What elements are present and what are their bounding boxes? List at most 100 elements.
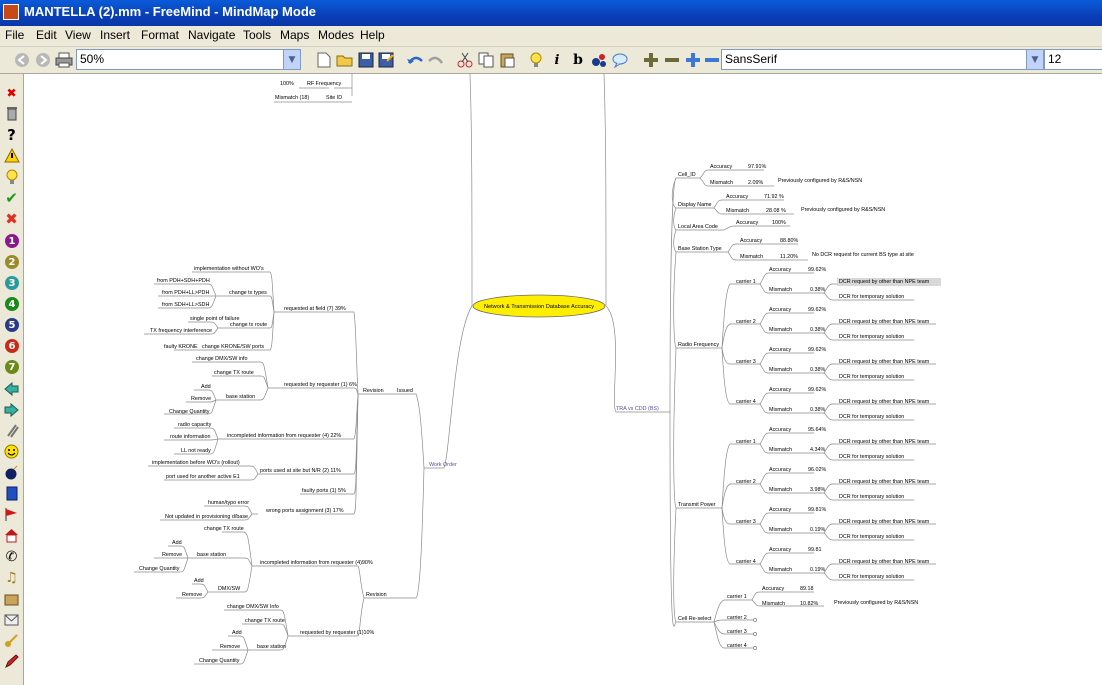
priority-7-icon[interactable]: 7: [5, 360, 19, 374]
node-value[interactable]: 0.19%: [810, 567, 825, 573]
node-value[interactable]: 99.81: [808, 547, 822, 553]
node[interactable]: faulty KRONE: [164, 344, 198, 350]
top-node[interactable]: Site ID: [326, 95, 342, 101]
node[interactable]: change DMX/SW Info: [227, 604, 279, 610]
menu-navigate[interactable]: Navigate: [188, 28, 236, 42]
bulb-icon[interactable]: [527, 51, 545, 69]
node-accuracy[interactable]: Accuracy: [740, 238, 762, 244]
node-mismatch[interactable]: Mismatch: [769, 487, 792, 493]
paste-icon[interactable]: [498, 51, 516, 69]
node-ports[interactable]: ports used at site but N/R (2) 11%: [260, 468, 341, 474]
node[interactable]: from PDH+SDH+PDH: [157, 278, 210, 284]
node-mismatch[interactable]: Mismatch: [726, 208, 749, 214]
close-icon[interactable]: ✖: [6, 85, 17, 100]
node[interactable]: change TX route: [214, 370, 254, 376]
node[interactable]: Change Quantity: [139, 566, 180, 572]
question-icon[interactable]: ?: [7, 125, 16, 144]
node-wrong[interactable]: wrong ports assignment (3) 17%: [265, 508, 344, 514]
bomb-icon[interactable]: [3, 464, 20, 481]
node[interactable]: change DMX/SW info: [196, 356, 248, 362]
node-note[interactable]: Previously configured by R&S/NSN: [801, 207, 885, 213]
node-accuracy[interactable]: Accuracy: [769, 507, 791, 513]
top-node[interactable]: 100%: [280, 81, 294, 87]
node-value[interactable]: 99.62%: [808, 387, 826, 393]
menu-insert[interactable]: Insert: [100, 28, 131, 42]
node-accuracy[interactable]: Accuracy: [762, 586, 784, 592]
node[interactable]: change TX route: [204, 526, 244, 532]
music-icon[interactable]: ♫: [5, 569, 18, 586]
trash-icon[interactable]: [3, 105, 20, 122]
node-accuracy[interactable]: Accuracy: [769, 427, 791, 433]
node-reason[interactable]: DCR request by other than NPE team: [839, 559, 930, 565]
cancel-icon[interactable]: ✖: [5, 209, 18, 228]
node-reason[interactable]: DCR request by other than NPE team: [839, 479, 930, 485]
node[interactable]: from SDH+LL>SDH: [162, 302, 209, 308]
node[interactable]: from PDH+LL>PDH: [162, 290, 209, 296]
menu-format[interactable]: Format: [141, 28, 180, 42]
node-faulty-ports[interactable]: faulty ports (1) 5%: [302, 488, 346, 494]
node-reason[interactable]: DCR for temporary solution: [839, 414, 904, 420]
cloud-color-icon[interactable]: [590, 51, 608, 69]
node-reason[interactable]: DCR for temporary solution: [839, 574, 904, 580]
book-icon[interactable]: [3, 485, 20, 502]
save-as-icon[interactable]: [377, 51, 395, 69]
node-note[interactable]: Previously configured by R&S/NSN: [778, 178, 862, 184]
node-mismatch[interactable]: Mismatch: [769, 567, 792, 573]
node[interactable]: change KRONE/SW ports: [202, 344, 264, 350]
node-value[interactable]: 95.64%: [808, 427, 826, 433]
increase-node-icon[interactable]: [642, 51, 660, 69]
node-value[interactable]: 88.80%: [780, 238, 798, 244]
node-value[interactable]: 11.20%: [780, 254, 798, 260]
menu-help[interactable]: Help: [360, 28, 385, 42]
node[interactable]: Change Quantity: [169, 409, 210, 415]
node-mismatch[interactable]: Mismatch: [769, 367, 792, 373]
top-node[interactable]: Mismatch (18): [275, 95, 309, 101]
fold-marker[interactable]: [753, 646, 757, 650]
priority-2-icon[interactable]: 2: [5, 255, 19, 269]
node[interactable]: Remove: [182, 592, 202, 598]
node-transmit-power[interactable]: Transmit Power: [678, 502, 716, 508]
node-carrier[interactable]: carrier 4: [727, 643, 747, 649]
node-mismatch[interactable]: Mismatch: [769, 287, 792, 293]
node-carrier[interactable]: carrier 4: [736, 399, 756, 405]
italic-button[interactable]: i: [554, 52, 560, 68]
node[interactable]: Remove: [162, 552, 182, 558]
open-folder-icon[interactable]: [336, 51, 354, 69]
font-size-input[interactable]: 12: [1044, 49, 1102, 70]
node-req1[interactable]: requested by requester (1) 6%: [284, 382, 357, 388]
node-value[interactable]: 97.91%: [748, 164, 766, 170]
cloud-icon[interactable]: [611, 51, 629, 69]
node-value[interactable]: 71.92 %: [764, 194, 784, 200]
node[interactable]: route information: [170, 434, 210, 440]
node[interactable]: change tx types: [229, 290, 267, 296]
node-reason[interactable]: DCR request by other than NPE team: [839, 519, 930, 525]
decrease-node-icon[interactable]: [663, 51, 681, 69]
node-accuracy[interactable]: Accuracy: [769, 387, 791, 393]
pencil-icon[interactable]: [3, 653, 20, 670]
node-carrier[interactable]: carrier 1: [736, 279, 756, 285]
mindmap-canvas[interactable]: Network & Transmission Database Accuracy…: [24, 74, 1102, 685]
node-reason[interactable]: DCR for temporary solution: [839, 534, 904, 540]
fold-marker[interactable]: [753, 618, 757, 622]
node-value[interactable]: 99.62%: [808, 267, 826, 273]
node-cell-id[interactable]: Cell_ID: [678, 172, 696, 178]
node[interactable]: radio capacity: [178, 422, 212, 428]
node-accuracy[interactable]: Accuracy: [769, 267, 791, 273]
zoom-in-icon[interactable]: [684, 51, 702, 69]
node-value[interactable]: 0.38%: [810, 367, 825, 373]
node[interactable]: change tx route: [230, 322, 267, 328]
node-value[interactable]: 89.18: [800, 586, 814, 592]
node[interactable]: Not updated in provisioning d/base: [165, 514, 248, 520]
node-reason[interactable]: DCR request by other than NPE team: [839, 359, 930, 365]
branch-tra-vs-cdd[interactable]: TRA vs CDD (BS): [616, 406, 659, 412]
node-rev2-incomplete[interactable]: incompleted information from requester (…: [260, 560, 373, 566]
forward-nav-icon[interactable]: [34, 51, 52, 69]
node-note[interactable]: Previously configured by R&S/NSN: [834, 600, 918, 606]
node-value[interactable]: 4.34%: [810, 447, 825, 453]
node[interactable]: Remove: [220, 644, 240, 650]
node-value[interactable]: 99.81%: [808, 507, 826, 513]
node-carrier[interactable]: carrier 3: [727, 629, 747, 635]
node-note[interactable]: No DCR request for current BS type at si…: [812, 252, 914, 258]
node-carrier[interactable]: carrier 2: [736, 479, 756, 485]
node-value[interactable]: 3.98%: [810, 487, 825, 493]
